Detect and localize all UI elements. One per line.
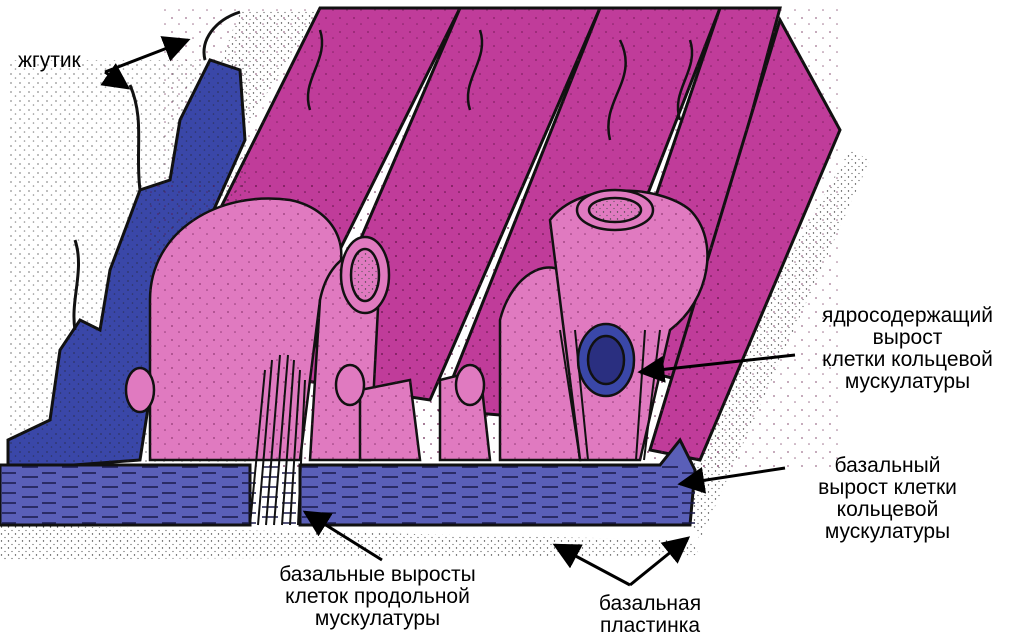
label-basal-lamina: базальная пластинка (575, 593, 725, 637)
label-basal-process-circular: базальный вырост клетки кольцевой мускул… (780, 455, 995, 543)
label-flagellum: жгутик (18, 50, 81, 72)
label-nucleated-process: ядросодержащий вырост клетки кольцевой м… (800, 305, 1015, 393)
label-basal-processes-longitudinal: базальные выросты клеток продольной муск… (245, 564, 510, 630)
